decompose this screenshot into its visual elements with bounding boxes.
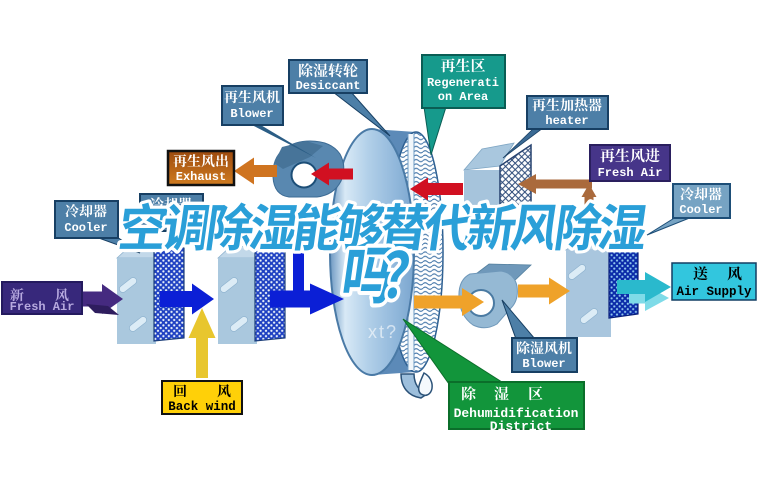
svg-text:Cooler: Cooler bbox=[679, 203, 722, 217]
svg-text:heater: heater bbox=[545, 114, 588, 128]
svg-text:Blower: Blower bbox=[522, 357, 565, 371]
svg-text:Blower: Blower bbox=[230, 107, 273, 121]
svg-text:Fresh Air: Fresh Air bbox=[598, 166, 663, 180]
svg-text:Exhaust: Exhaust bbox=[176, 170, 226, 184]
svg-text:Fresh Air: Fresh Air bbox=[10, 300, 75, 314]
svg-text:Regenerati: Regenerati bbox=[427, 76, 499, 90]
svg-text:on Area: on Area bbox=[438, 90, 488, 104]
svg-text:Desiccant: Desiccant bbox=[296, 79, 361, 93]
svg-text:Air Supply: Air Supply bbox=[676, 285, 752, 299]
svg-text:xt?: xt? bbox=[368, 322, 398, 342]
svg-text:Cooler: Cooler bbox=[64, 221, 107, 235]
svg-text:Back wind: Back wind bbox=[168, 400, 236, 414]
svg-text:District: District bbox=[490, 419, 552, 434]
svg-text:Dehumidification: Dehumidification bbox=[454, 406, 579, 421]
